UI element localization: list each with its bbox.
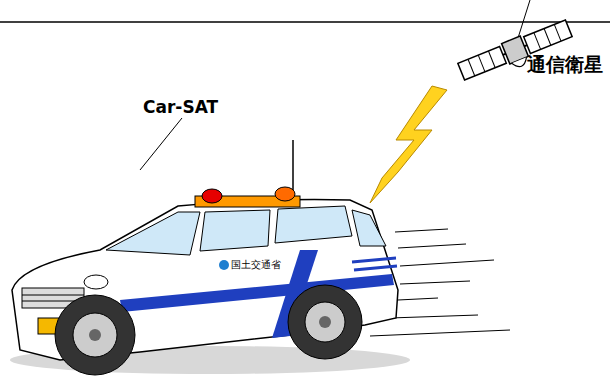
- signal-bolt: [370, 86, 447, 203]
- leader-line: [140, 118, 182, 170]
- callout-label: Car-SAT: [143, 98, 218, 117]
- top-rule: [0, 21, 610, 23]
- car-illustration: [10, 140, 410, 375]
- body-marking: 国土交通省: [231, 259, 281, 270]
- callout-label: 通信衛星: [527, 54, 603, 75]
